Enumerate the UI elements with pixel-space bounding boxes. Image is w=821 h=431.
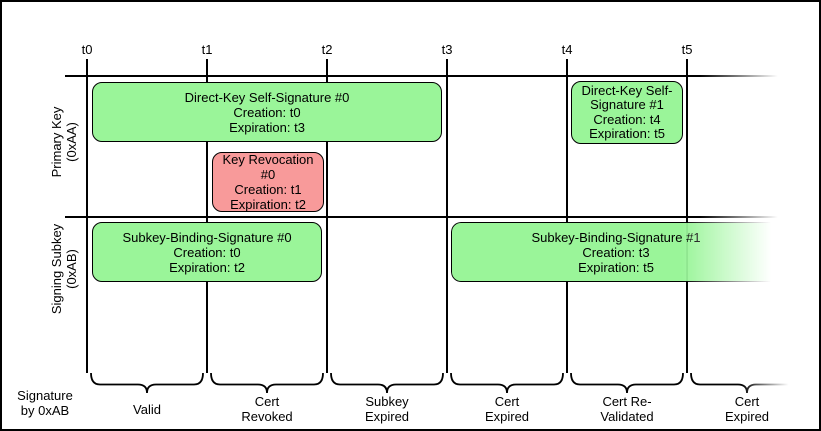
signature-creation: Creation: t0: [233, 104, 301, 120]
signature-creation: Creation: t1: [234, 182, 302, 197]
tick-label-t4: t4: [561, 42, 573, 57]
tick-label-t1: t1: [201, 42, 213, 57]
brace-subkey-expired: [330, 372, 444, 394]
signature-creation: Creation: t3: [582, 244, 650, 260]
period-label-cert-expired-2: Cert Expired: [724, 394, 770, 424]
brace-valid: [90, 372, 204, 394]
box-key-revocation-0: Key Revocation #0 Creation: t1 Expiratio…: [212, 152, 324, 212]
row-label-signing-subkey: Signing Subkey (0xAB): [49, 223, 79, 315]
box-direct-key-self-signature-0: Direct-Key Self-Signature #0 Creation: t…: [92, 82, 442, 142]
brace-cert-revalidated: [570, 372, 684, 394]
box-subkey-binding-signature-0: Subkey-Binding-Signature #0 Creation: t0…: [92, 222, 322, 282]
box-direct-key-self-signature-1: Direct-Key Self-Signature #1 Creation: t…: [571, 81, 683, 144]
signature-creation: Creation: t0: [173, 244, 241, 260]
signature-expiration: Expiration: t5: [589, 126, 665, 141]
box-subkey-binding-signature-1: Subkey-Binding-Signature #1 Creation: t3…: [451, 222, 781, 282]
period-label-cert-revalidated: Cert Re- Validated: [600, 394, 654, 424]
signature-expiration: Expiration: t2: [230, 197, 306, 212]
brace-cert-expired-1: [450, 372, 564, 394]
brace-cert-expired-2: [690, 372, 804, 394]
tick-label-t0: t0: [81, 42, 93, 57]
row-label-primary-key: Primary Key (0xAA): [49, 106, 79, 178]
signature-expiration: Expiration: t2: [169, 259, 245, 275]
period-label-valid: Valid: [133, 401, 161, 417]
tick-label-t3: t3: [441, 42, 453, 57]
signature-title: Subkey-Binding-Signature #1: [531, 229, 701, 245]
signature-by-0xab-label: Signature by 0xAB: [17, 388, 73, 418]
signature-title: Direct-Key Self-Signature #0: [184, 89, 350, 105]
signature-title: Key Revocation #0: [222, 152, 314, 182]
signature-creation: Creation: t4: [593, 111, 661, 127]
signature-expiration: Expiration: t3: [229, 119, 305, 135]
signature-title: Subkey-Binding-Signature #0: [122, 229, 292, 245]
signature-expiration: Expiration: t5: [578, 259, 654, 275]
tick-label-t5: t5: [681, 42, 693, 57]
signature-title: Direct-Key Self-Signature #1: [581, 82, 673, 112]
brace-cert-revoked: [210, 372, 324, 394]
tick-label-t2: t2: [321, 42, 333, 57]
period-label-cert-revoked: Cert Revoked: [241, 394, 293, 424]
period-label-subkey-expired: Subkey Expired: [364, 394, 410, 424]
period-label-cert-expired-1: Cert Expired: [484, 394, 530, 424]
